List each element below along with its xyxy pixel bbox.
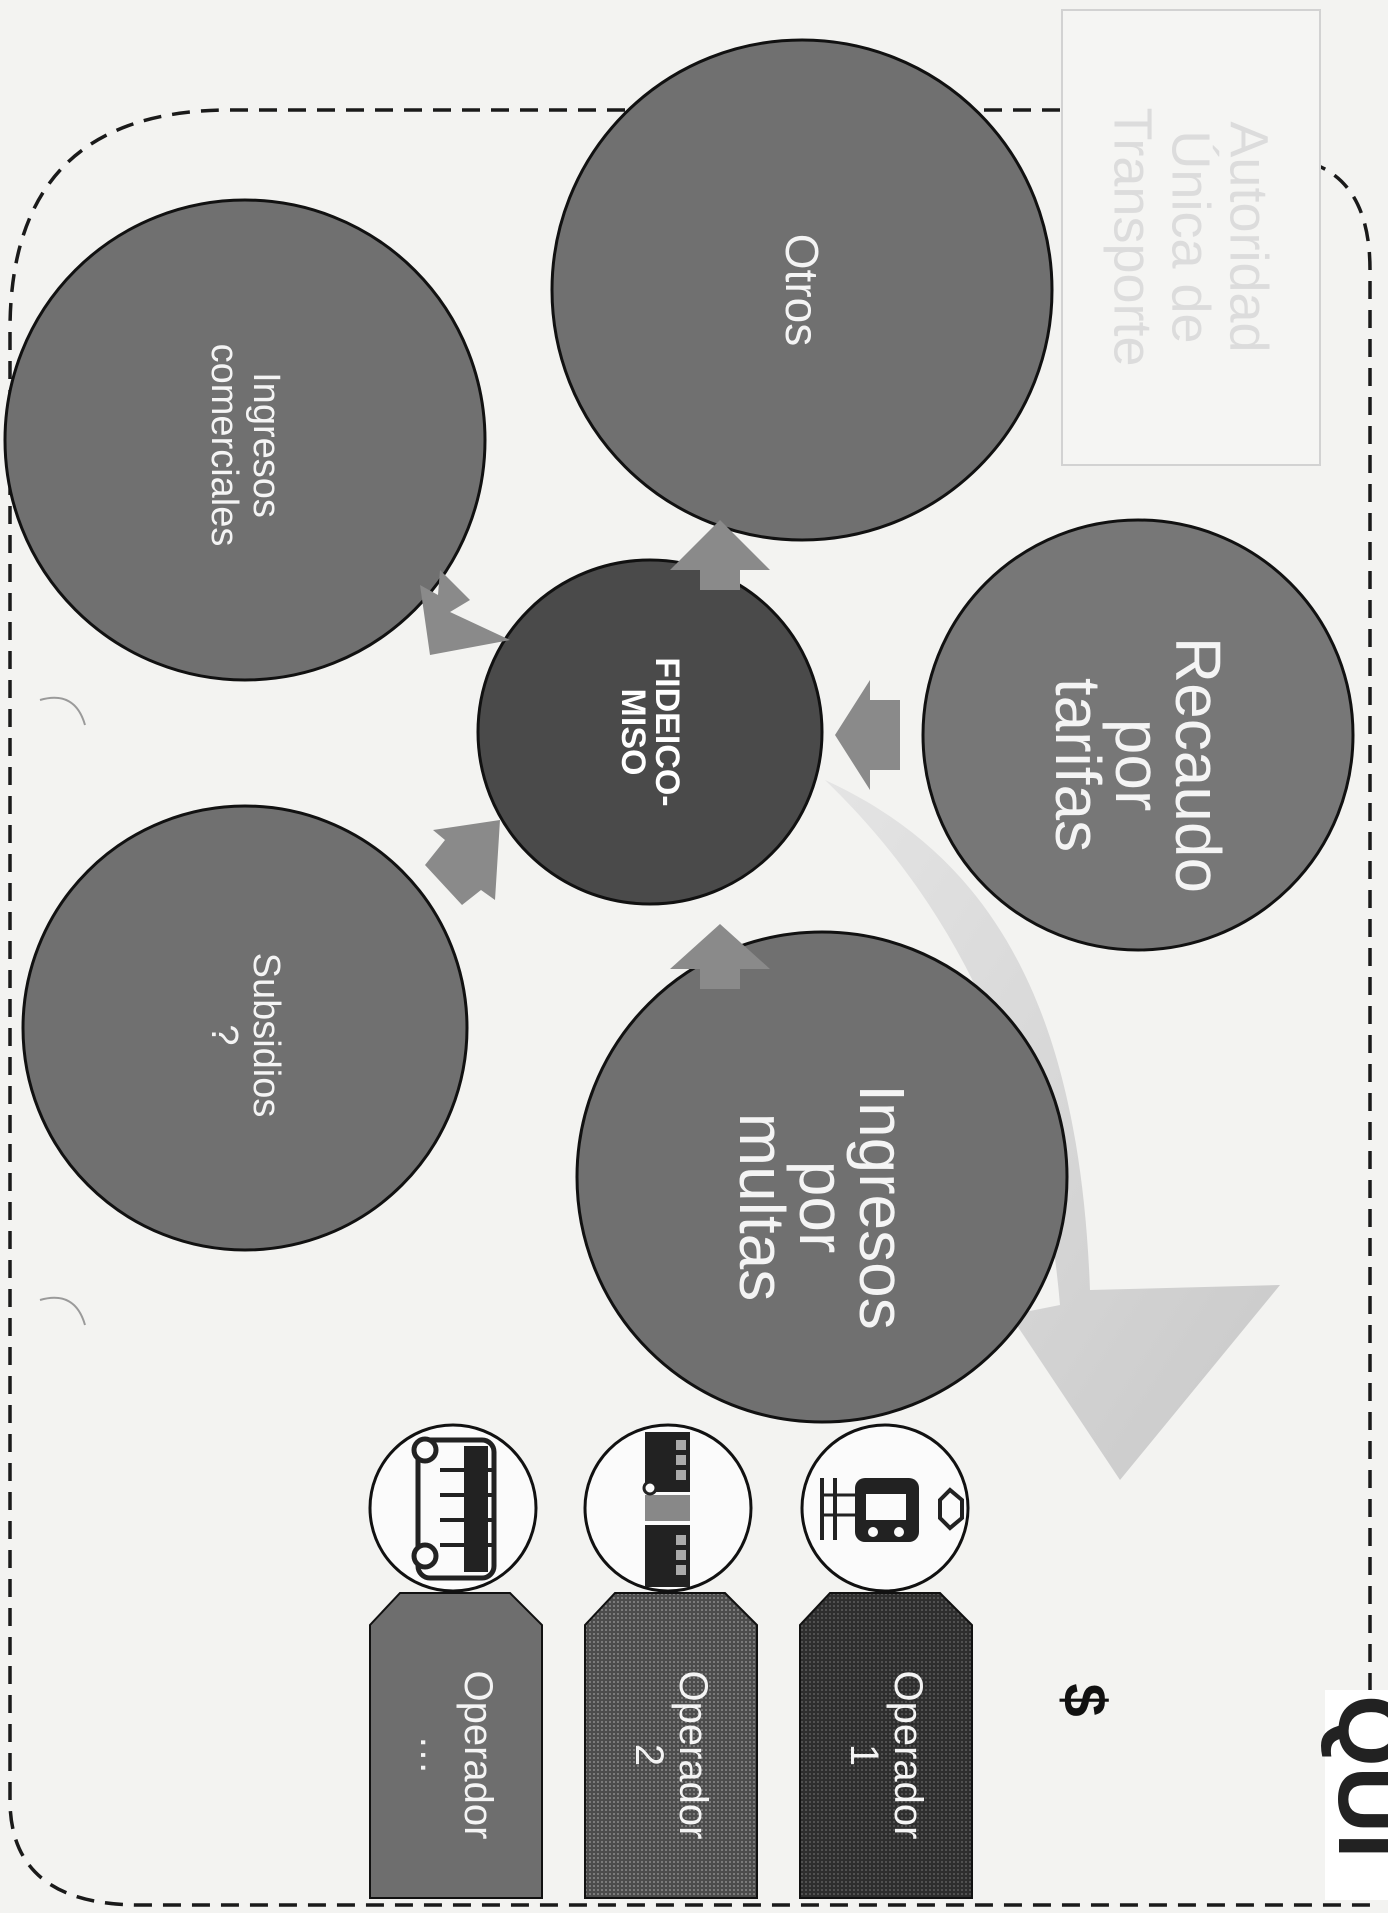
label-subsidios-line2: ? <box>203 1024 245 1046</box>
money-symbol: $ <box>1050 1665 1120 1735</box>
operator-2-tag <box>584 1592 758 1899</box>
authority-line-3: Transporte <box>1102 107 1163 367</box>
operator-1-label-line1: Operador <box>886 1670 930 1840</box>
operator-2-label-line1: Operador <box>671 1670 715 1840</box>
authority-line-2: Única de <box>1160 130 1221 344</box>
arrow-from-recaudo <box>835 680 900 790</box>
arrow-from-multas <box>670 924 770 989</box>
operator-1-tag <box>799 1592 973 1899</box>
logo <box>1325 1690 1388 1900</box>
label-recaudo-tarifas: Recaudo por tarifas <box>1042 615 1234 915</box>
label-multas-line1: Ingresos <box>846 1084 918 1330</box>
bus-icon <box>411 1436 497 1581</box>
operator-3-label-line1: Operador <box>456 1670 500 1840</box>
punch-hole <box>39 696 86 726</box>
train-icon <box>642 1432 690 1587</box>
label-multas-line3: multas <box>726 1112 798 1302</box>
punch-hole <box>39 1296 86 1326</box>
operator-2-label: Operador 2 <box>626 1615 716 1895</box>
label-otros-text: Otros <box>776 233 828 347</box>
label-fideicomiso-line2: MISO <box>614 688 652 776</box>
arrow-from-otros <box>670 520 770 590</box>
label-subsidios: Subsidios ? <box>200 935 290 1135</box>
label-comerciales-line1: Ingresos <box>245 372 287 518</box>
arrow-from-comerciales <box>420 570 510 655</box>
operator-1-label: Operador 1 <box>841 1615 931 1895</box>
arrow-from-subsidios <box>425 820 500 905</box>
fideicomiso-circle <box>476 558 824 906</box>
source-circle-recaudo-tarifas <box>921 518 1355 952</box>
label-comerciales-line2: comerciales <box>203 343 245 547</box>
logo-text: QUI <box>1320 1695 1388 1895</box>
operator-1-label-line2: 1 <box>842 1743 886 1767</box>
authority-box <box>1061 9 1321 466</box>
source-circle-ingresos-multas <box>575 930 1069 1424</box>
source-circle-otros <box>550 38 1054 542</box>
label-subsidios-line1: Subsidios <box>245 952 287 1118</box>
label-recaudo-line3: tarifas <box>1042 677 1114 853</box>
label-recaudo-line2: por <box>1102 718 1174 812</box>
dashed-boundary <box>8 108 1372 1907</box>
label-recaudo-line1: Recaudo <box>1162 636 1234 894</box>
source-circle-subsidios <box>21 804 469 1252</box>
operator-3-label-line2: … <box>412 1735 456 1775</box>
label-fideicomiso: FIDEICO- MISO <box>614 657 686 806</box>
label-otros: Otros <box>762 190 842 390</box>
label-multas-line2: por <box>786 1160 858 1254</box>
label-ingresos-multas: Ingresos por multas <box>726 1057 918 1357</box>
operator-3-label: Operador … <box>411 1615 501 1895</box>
logo-text-value: QUI <box>1319 1695 1388 1859</box>
operator-3-tag <box>369 1592 543 1899</box>
label-ingresos-comerciales: Ingresos comerciales <box>200 343 290 547</box>
authority-line-1: Autoridad <box>1218 121 1279 353</box>
authority-title: Autoridad Única de Transporte <box>1103 10 1279 465</box>
source-circle-ingresos-comerciales <box>3 198 487 682</box>
money-symbol-text: $ <box>1051 1683 1119 1717</box>
operator-2-label-line2: 2 <box>627 1743 671 1767</box>
tram-icon <box>820 1478 964 1542</box>
label-fideicomiso-line1: FIDEICO- <box>648 657 686 807</box>
